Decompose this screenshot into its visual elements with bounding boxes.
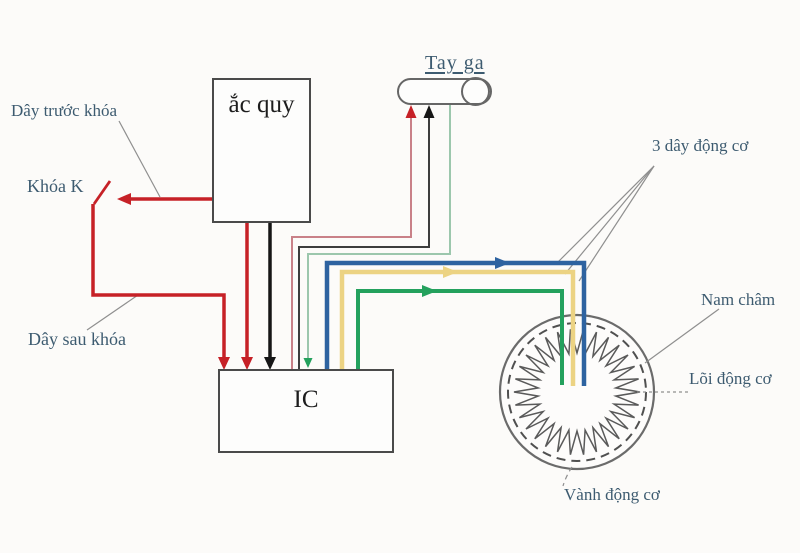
battery-label: ắc quy [228, 91, 295, 118]
lock-switch-label: Khóa K [27, 176, 84, 196]
motor-rim-circle [498, 313, 656, 471]
throttle-end-cap [461, 77, 490, 106]
arrow-motor-green [422, 285, 437, 297]
arrow-battery-positive [241, 357, 253, 370]
motor-coil-zigzag [513, 329, 641, 455]
throttle-label: Tay ga [425, 52, 485, 74]
three-motor-wires-label: 3 dây động cơ [652, 136, 749, 155]
motor-rim-label: Vành động cơ [564, 485, 660, 504]
arrow-battery-negative [264, 357, 276, 370]
controller-box: IC [218, 369, 394, 453]
wire-after-lock [91, 204, 226, 359]
pointer-motor-rim [562, 466, 573, 487]
wire-throttle-signal [307, 104, 451, 358]
pointer-motor-wire-1 [555, 165, 655, 265]
wire-throttle-power [291, 118, 412, 369]
arrow-throttle-ground [423, 105, 435, 118]
arrow-after-lock [218, 357, 230, 370]
arrow-motor-blue [495, 257, 510, 269]
controller-label: IC [293, 386, 319, 413]
pointer-motor-wire-3 [578, 165, 655, 282]
lock-switch-blade [92, 180, 112, 205]
arrow-throttle-power [405, 105, 417, 118]
arrow-throttle-signal [303, 358, 313, 368]
wire-before-lock-label: Dây trước khóa [11, 101, 118, 120]
wire-motor-blue [324, 260, 587, 386]
motor-assembly [498, 313, 656, 471]
arrow-before-lock [117, 193, 131, 205]
pointer-wire-after-lock [86, 294, 139, 331]
motor-core-label: Lõi động cơ [689, 369, 772, 388]
annotation-pointers [86, 120, 720, 487]
battery-box: ắc quy [212, 78, 311, 223]
wire-throttle-ground [298, 118, 430, 369]
pointer-motor-wire-2 [564, 165, 655, 275]
pointer-magnet [644, 308, 720, 364]
wire-after-lock-label: Dây sau khóa [28, 329, 126, 349]
pointer-wire-before-lock [118, 120, 161, 198]
wiring [91, 104, 587, 386]
arrow-motor-yellow [443, 266, 458, 278]
wire-motor-green [356, 289, 564, 385]
magnet-label: Nam châm [701, 290, 776, 309]
